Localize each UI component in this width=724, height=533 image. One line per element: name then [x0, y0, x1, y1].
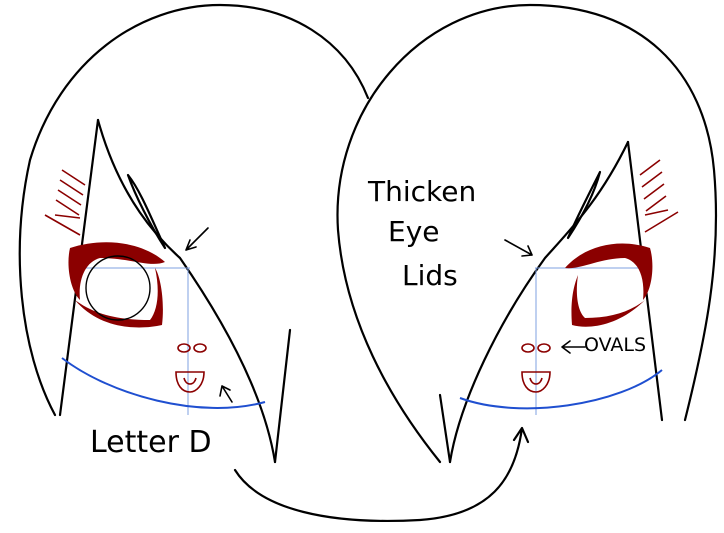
- right-mouth: [521, 371, 551, 393]
- right-chin-curve: [459, 369, 663, 410]
- transition-arrow: [233, 426, 530, 523]
- left-upper-eyelid: [68, 242, 165, 300]
- left-head: [18, 3, 370, 464]
- lids-label: Lids: [402, 259, 458, 292]
- arrow-to-mouth-left: [219, 385, 233, 403]
- left-bang-strand: [126, 173, 167, 250]
- right-head: [336, 3, 718, 470]
- left-eyelashes: [44, 169, 86, 236]
- right-lower-eyelid: [571, 275, 645, 327]
- eye-label: Eye: [388, 215, 440, 248]
- arrow-to-ovals: [561, 340, 586, 354]
- left-iris: [85, 255, 151, 321]
- left-mouth: [175, 371, 205, 393]
- right-bang-strand: [566, 170, 602, 240]
- arrow-to-eyelid-left: [185, 227, 209, 251]
- left-hair-outline: [18, 3, 370, 417]
- thicken-label: Thicken: [368, 175, 477, 208]
- ovals-label: OVALS: [584, 334, 647, 356]
- letter-d-label: Letter D: [90, 425, 212, 460]
- right-bang-line: [448, 140, 630, 464]
- right-hair-outline: [336, 3, 718, 464]
- left-chin-curve: [61, 357, 266, 409]
- left-bang-line: [96, 118, 277, 464]
- left-nose-ovals: [177, 343, 207, 353]
- right-guide-lines: [535, 267, 650, 415]
- left-guide-lines: [72, 267, 190, 415]
- right-eyelashes: [639, 159, 679, 233]
- arrow-to-eyelid-right: [504, 239, 533, 257]
- right-hair-side: [438, 393, 452, 464]
- right-nose-ovals: [521, 343, 551, 353]
- left-hair-side: [273, 328, 292, 464]
- right-upper-eyelid: [565, 243, 653, 300]
